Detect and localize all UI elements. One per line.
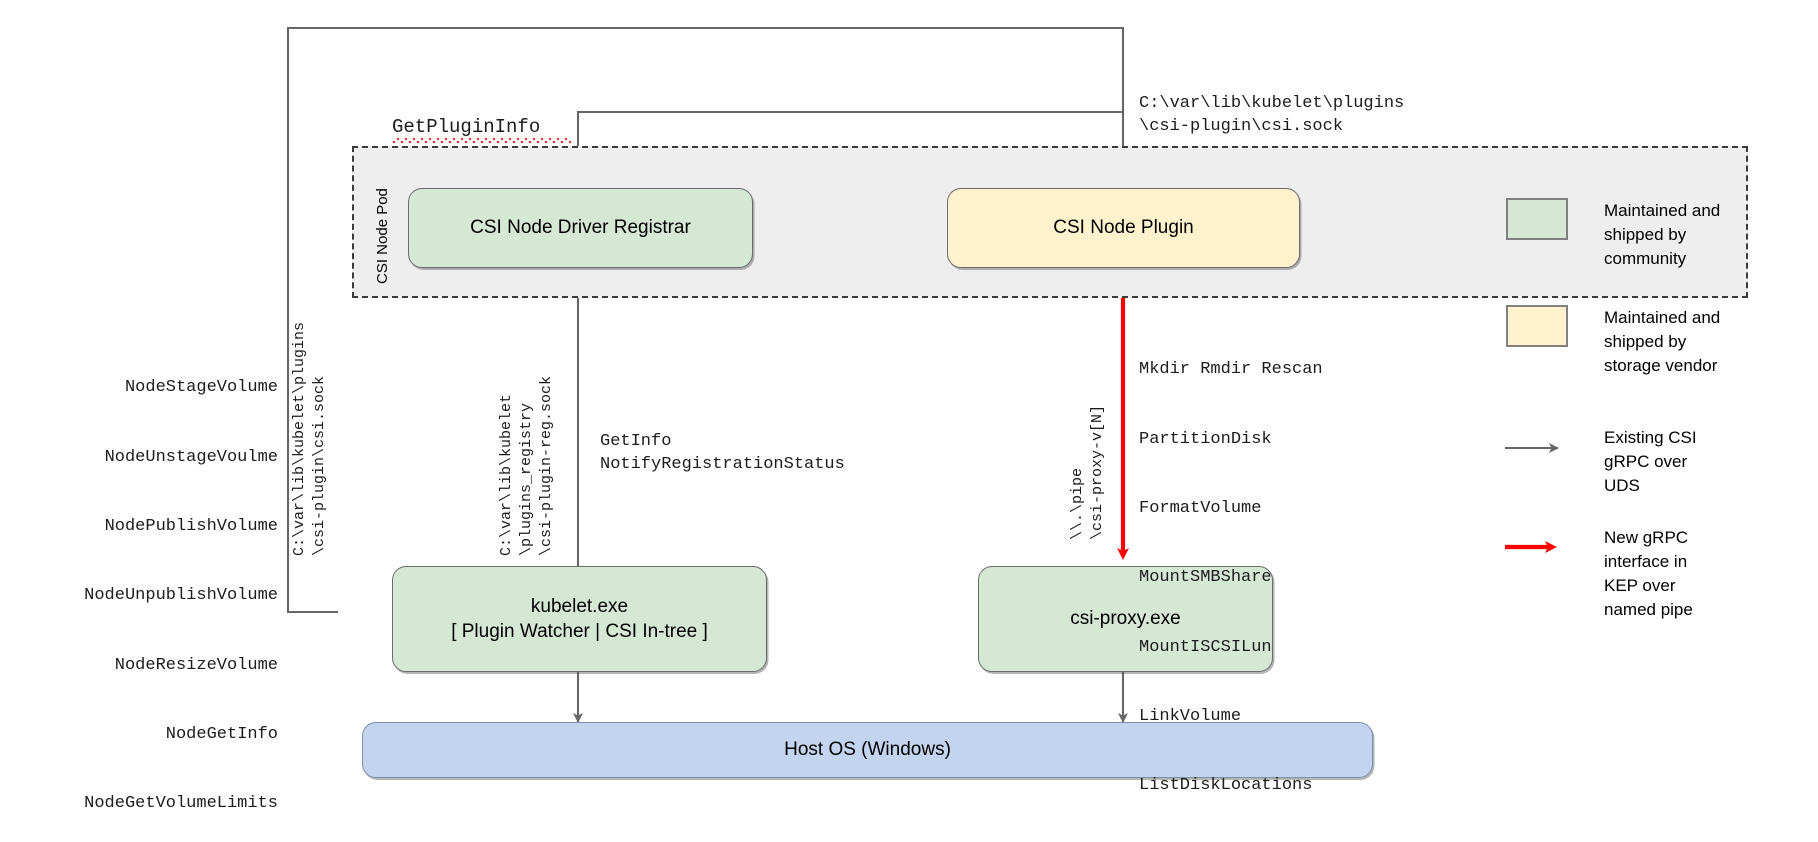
annotation-csi-socket-path-rotated: C:\var\lib\kubelet\plugins \csi-plugin\c… [291, 321, 328, 556]
legend-item-existing-grpc: Existing CSI gRPC over UDS [1506, 425, 1697, 498]
annotation-registry-socket-path-rotated: C:\var\lib\kubelet \plugins_registry \cs… [498, 375, 555, 556]
call-item: MountSMBShare [1139, 568, 1272, 588]
call-item: PartitionDisk [1139, 429, 1272, 449]
call-item: NodeUnstageVoulme [104, 447, 278, 467]
call-item: NodeGetInfo [165, 724, 278, 744]
call-item: LinkVolume [1139, 706, 1242, 726]
call-item: Mkdir Rmdir Rescan [1139, 360, 1323, 380]
legend-arrow-red-icon [1506, 525, 1568, 567]
kubelet-title: kubelet.exe [530, 595, 629, 617]
annotation-get-plugin-info: GetPluginInfo [392, 116, 541, 138]
node-label: CSI Node Plugin [1053, 217, 1194, 239]
node-csi-node-driver-registrar[interactable]: CSI Node Driver Registrar [408, 188, 753, 268]
legend-swatch-yellow [1506, 305, 1568, 347]
spellcheck-squiggle-icon [392, 138, 572, 144]
node-label: Host OS (Windows) [784, 739, 951, 761]
legend-label: Maintained and shipped by community [1604, 201, 1721, 269]
call-item: MountISCSILun [1139, 637, 1272, 657]
call-item: ListDiskLocations [1139, 776, 1313, 796]
call-item: NodeUnpublishVolume [84, 586, 278, 606]
legend-arrow-gray-icon [1506, 425, 1568, 467]
node-label: csi-proxy.exe [1070, 608, 1181, 630]
legend-label: Existing CSI gRPC over UDS [1604, 428, 1697, 496]
node-kubelet-exe[interactable]: kubelet.exe [ Plugin Watcher | CSI In-tr… [392, 566, 767, 672]
call-item: FormatVolume [1139, 498, 1262, 518]
call-item: NodeGetVolumeLimits [84, 794, 278, 814]
node-service-call-list: NodeStageVolume NodeUnstageVoulme NodePu… [0, 330, 278, 842]
legend-item-storage-vendor: Maintained and shipped by storage vendor [1506, 305, 1720, 378]
call-item: NodePublishVolume [104, 516, 278, 536]
csi-proxy-call-list: Mkdir Rmdir Rescan PartitionDisk FormatV… [1139, 312, 1323, 842]
legend-label: New gRPC interface in KEP over named pip… [1604, 528, 1693, 620]
node-csi-node-plugin[interactable]: CSI Node Plugin [947, 188, 1300, 268]
kubelet-subtitle: [ Plugin Watcher | CSI In-tree ] [451, 621, 708, 642]
annotation-registrar-calls: GetInfo NotifyRegistrationStatus [600, 432, 845, 475]
legend-item-community: Maintained and shipped by community [1506, 198, 1720, 271]
legend-label: Maintained and shipped by storage vendor [1604, 308, 1721, 376]
annotation-plugin-socket-path: C:\var\lib\kubelet\plugins \csi-plugin\c… [1139, 94, 1405, 137]
node-csi-proxy-exe[interactable]: csi-proxy.exe [978, 566, 1273, 672]
annotation-named-pipe-rotated: \\.\pipe \csi-proxy-v[N] [1069, 404, 1106, 540]
legend-item-new-grpc: New gRPC interface in KEP over named pip… [1506, 525, 1693, 623]
node-label: CSI Node Driver Registrar [470, 217, 691, 239]
csi-node-pod-label: CSI Node Pod [374, 188, 391, 284]
call-item: NodeResizeVolume [114, 655, 278, 675]
call-item: NodeStageVolume [124, 378, 278, 398]
node-host-os[interactable]: Host OS (Windows) [362, 722, 1373, 778]
legend-swatch-green [1506, 198, 1568, 240]
